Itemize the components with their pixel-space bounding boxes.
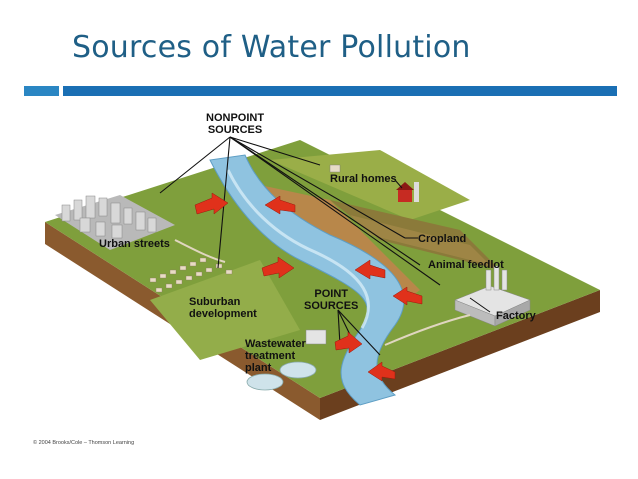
wastewater-label-line3: plant <box>245 362 306 374</box>
rural-home <box>330 165 340 172</box>
nonpoint-sources-label: NONPOINT SOURCES <box>206 112 264 136</box>
nonpoint-label-line2: SOURCES <box>206 124 264 136</box>
point-label-line2: SOURCES <box>304 300 358 312</box>
rural-homes-label: Rural homes <box>330 173 397 185</box>
suburban-development-label: Suburban development <box>189 296 257 320</box>
nonpoint-label-line1: NONPOINT <box>206 112 264 124</box>
suburban-label-line2: development <box>189 308 257 320</box>
treatment-building <box>306 330 326 344</box>
point-sources-label: POINT SOURCES <box>304 288 358 312</box>
cropland-label: Cropland <box>418 233 466 245</box>
point-label-line1: POINT <box>304 288 358 300</box>
suburban-label-line1: Suburban <box>189 296 257 308</box>
silo <box>414 182 419 202</box>
factory-label: Factory <box>496 310 536 322</box>
wastewater-plant-label: Wastewater treatment plant <box>245 338 306 374</box>
wastewater-label-line1: Wastewater <box>245 338 306 350</box>
wastewater-label-line2: treatment <box>245 350 306 362</box>
urban-streets-label: Urban streets <box>99 238 170 250</box>
barn <box>398 190 412 202</box>
animal-feedlot-label: Animal feedlot <box>428 259 504 271</box>
copyright-credit: © 2004 Brooks/Cole – Thomson Learning <box>33 440 134 446</box>
